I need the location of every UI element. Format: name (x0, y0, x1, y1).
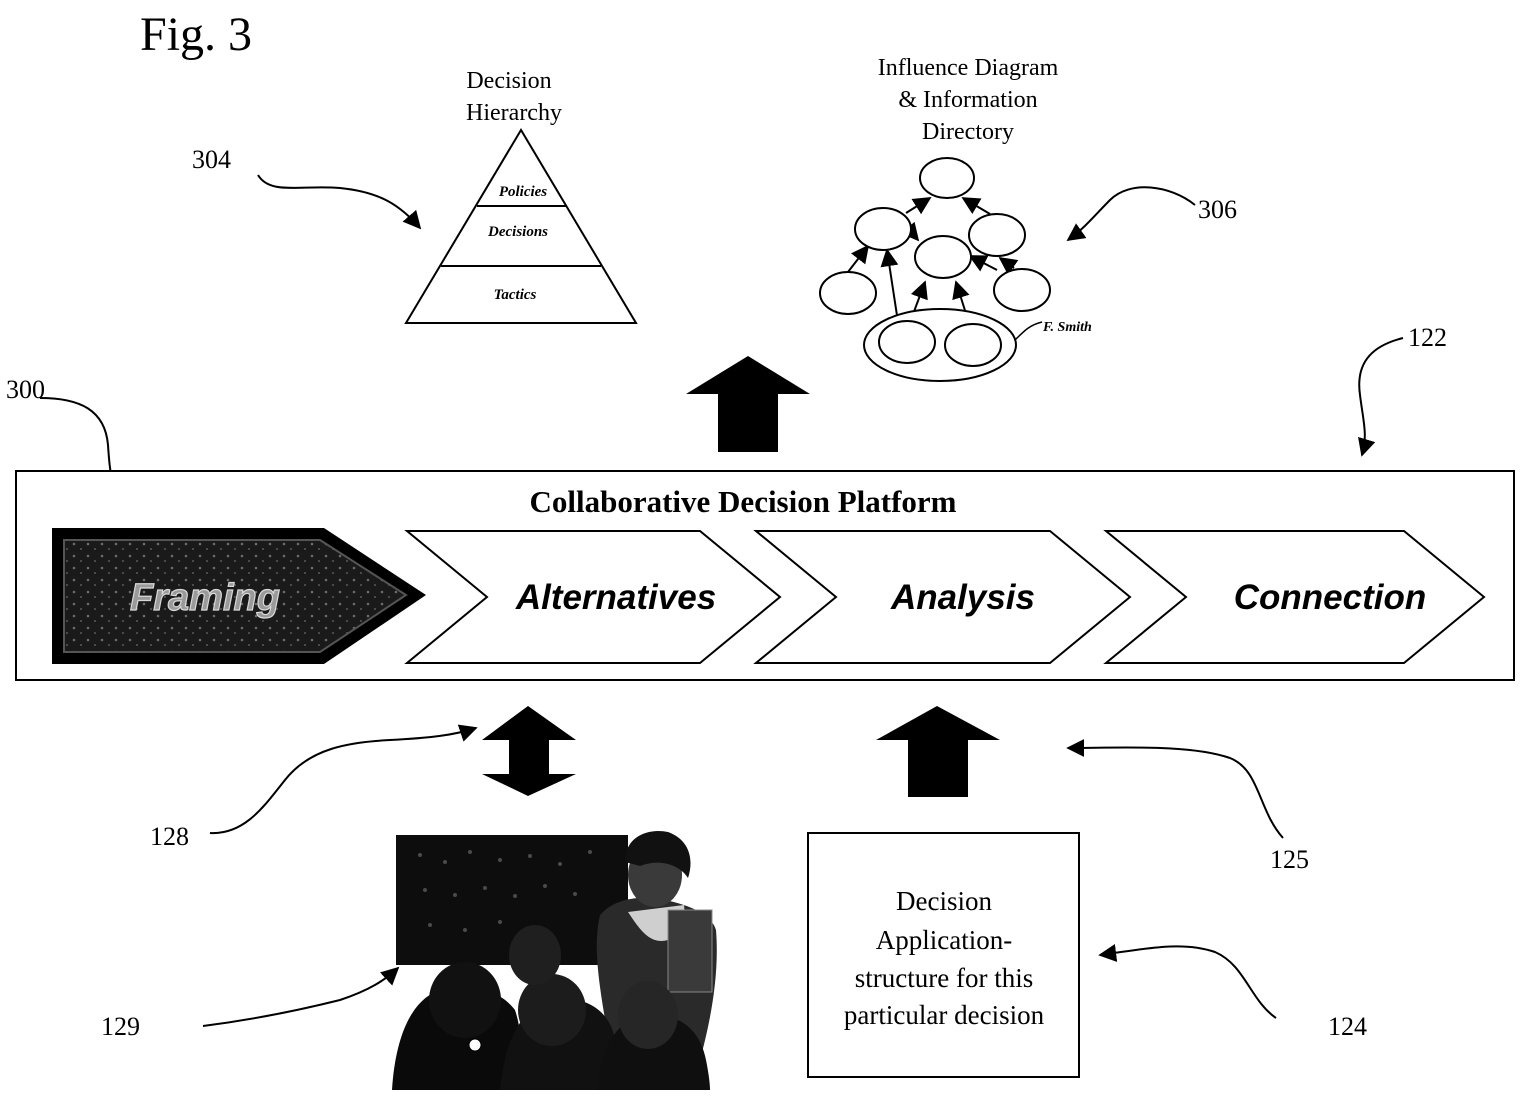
influence-node-top (919, 157, 975, 199)
double-arrow-top-head (482, 706, 576, 752)
application-line-1: Decision (896, 886, 992, 916)
ref-124: 124 (1328, 1012, 1367, 1041)
edge-farleft-to-left (847, 244, 870, 273)
presenter-hair (625, 830, 691, 878)
edge-right-to-top (961, 197, 991, 215)
ref-122-arrow (1358, 337, 1404, 457)
ref-304-arrow (257, 174, 422, 230)
influence-node-center (914, 235, 972, 279)
framing-chevron (63, 539, 408, 653)
stage-alternatives[interactable]: Alternatives (404, 530, 782, 664)
influence-title-line3: Directory (922, 119, 1014, 145)
audience-head-center (518, 974, 586, 1046)
ref-122: 122 (1408, 323, 1447, 352)
stage-analysis[interactable]: Analysis (753, 530, 1132, 664)
audience-head-right (618, 981, 678, 1049)
application-line-2: Application- (876, 925, 1012, 955)
alternatives-chevron (404, 530, 782, 664)
up-arrow-from-application (876, 706, 1000, 797)
ref-306-arrow (1066, 186, 1196, 242)
ref-304: 304 (192, 145, 231, 174)
influence-node-right (968, 213, 1026, 257)
influence-node-left (854, 207, 912, 251)
hierarchy-level-policies: Policies (499, 184, 547, 200)
edge-farright-to-center (968, 255, 998, 272)
ref-128-arrow (209, 724, 478, 835)
stage-framing[interactable]: Framing (52, 528, 426, 664)
ref-129-arrow (202, 966, 400, 1027)
ref-128: 128 (150, 822, 189, 851)
influence-node-owned-1 (878, 320, 936, 364)
influence-title-line1: Influence Diagram (878, 55, 1059, 81)
stage-label-analysis: Analysis (890, 578, 1035, 617)
audience-head-back (509, 925, 561, 985)
hierarchy-title-line1: Decision (466, 68, 551, 94)
analysis-chevron (753, 530, 1132, 664)
platform-panel: Collaborative Decision Platform Framing … (15, 470, 1515, 681)
ref-124-arrow (1098, 944, 1277, 1019)
decision-application-box: Decision Application- structure for this… (807, 832, 1080, 1078)
ref-125: 125 (1270, 845, 1309, 874)
audience-earring (468, 1038, 482, 1052)
stage-label-connection: Connection (1234, 578, 1426, 617)
influence-node-far-right (993, 268, 1051, 312)
ref-306: 306 (1198, 195, 1237, 224)
owner-leader-line (1014, 321, 1043, 341)
hierarchy-level-decisions: Decisions (487, 224, 548, 240)
application-line-3: structure for this (855, 963, 1033, 993)
edge-left-to-top (905, 197, 932, 215)
stage-label-framing: Framing (130, 577, 280, 619)
ref-300: 300 (6, 375, 45, 404)
edge-farright-to-right (998, 256, 1019, 275)
up-arrow-to-artifacts (686, 356, 810, 452)
stage-label-alternatives: Alternatives (515, 578, 716, 617)
stage-connection[interactable]: Connection (1103, 530, 1486, 664)
double-arrow-shaft (509, 750, 549, 776)
audience-head-left (429, 962, 501, 1038)
owner-label: F. Smith (1042, 320, 1092, 335)
influence-title-line2: & Information (898, 87, 1037, 113)
decision-hierarchy: Decision Hierarchy Policies Decisions Ta… (404, 68, 638, 324)
influence-node-owned-2 (944, 323, 1002, 367)
ref-129: 129 (101, 1012, 140, 1041)
hierarchy-pyramid (404, 128, 638, 324)
influence-diagram: Influence Diagram & Information Director… (819, 55, 1092, 382)
influence-node-far-left (819, 271, 877, 315)
presenter-clipboard (667, 909, 713, 993)
edge-bottomleft-to-left (880, 248, 899, 323)
meeting-illustration (392, 830, 717, 1090)
connection-chevron (1103, 530, 1486, 664)
platform-title: Collaborative Decision Platform (529, 484, 956, 519)
figure-label: Fig. 3 (140, 8, 252, 61)
hierarchy-title-line2: Hierarchy (466, 100, 562, 126)
hierarchy-level-tactics: Tactics (494, 287, 537, 303)
application-line-4: particular decision (844, 1000, 1045, 1030)
application-frame (807, 832, 1080, 1078)
double-arrow-bottom-head (482, 774, 576, 796)
ref-125-arrow (1066, 738, 1284, 839)
